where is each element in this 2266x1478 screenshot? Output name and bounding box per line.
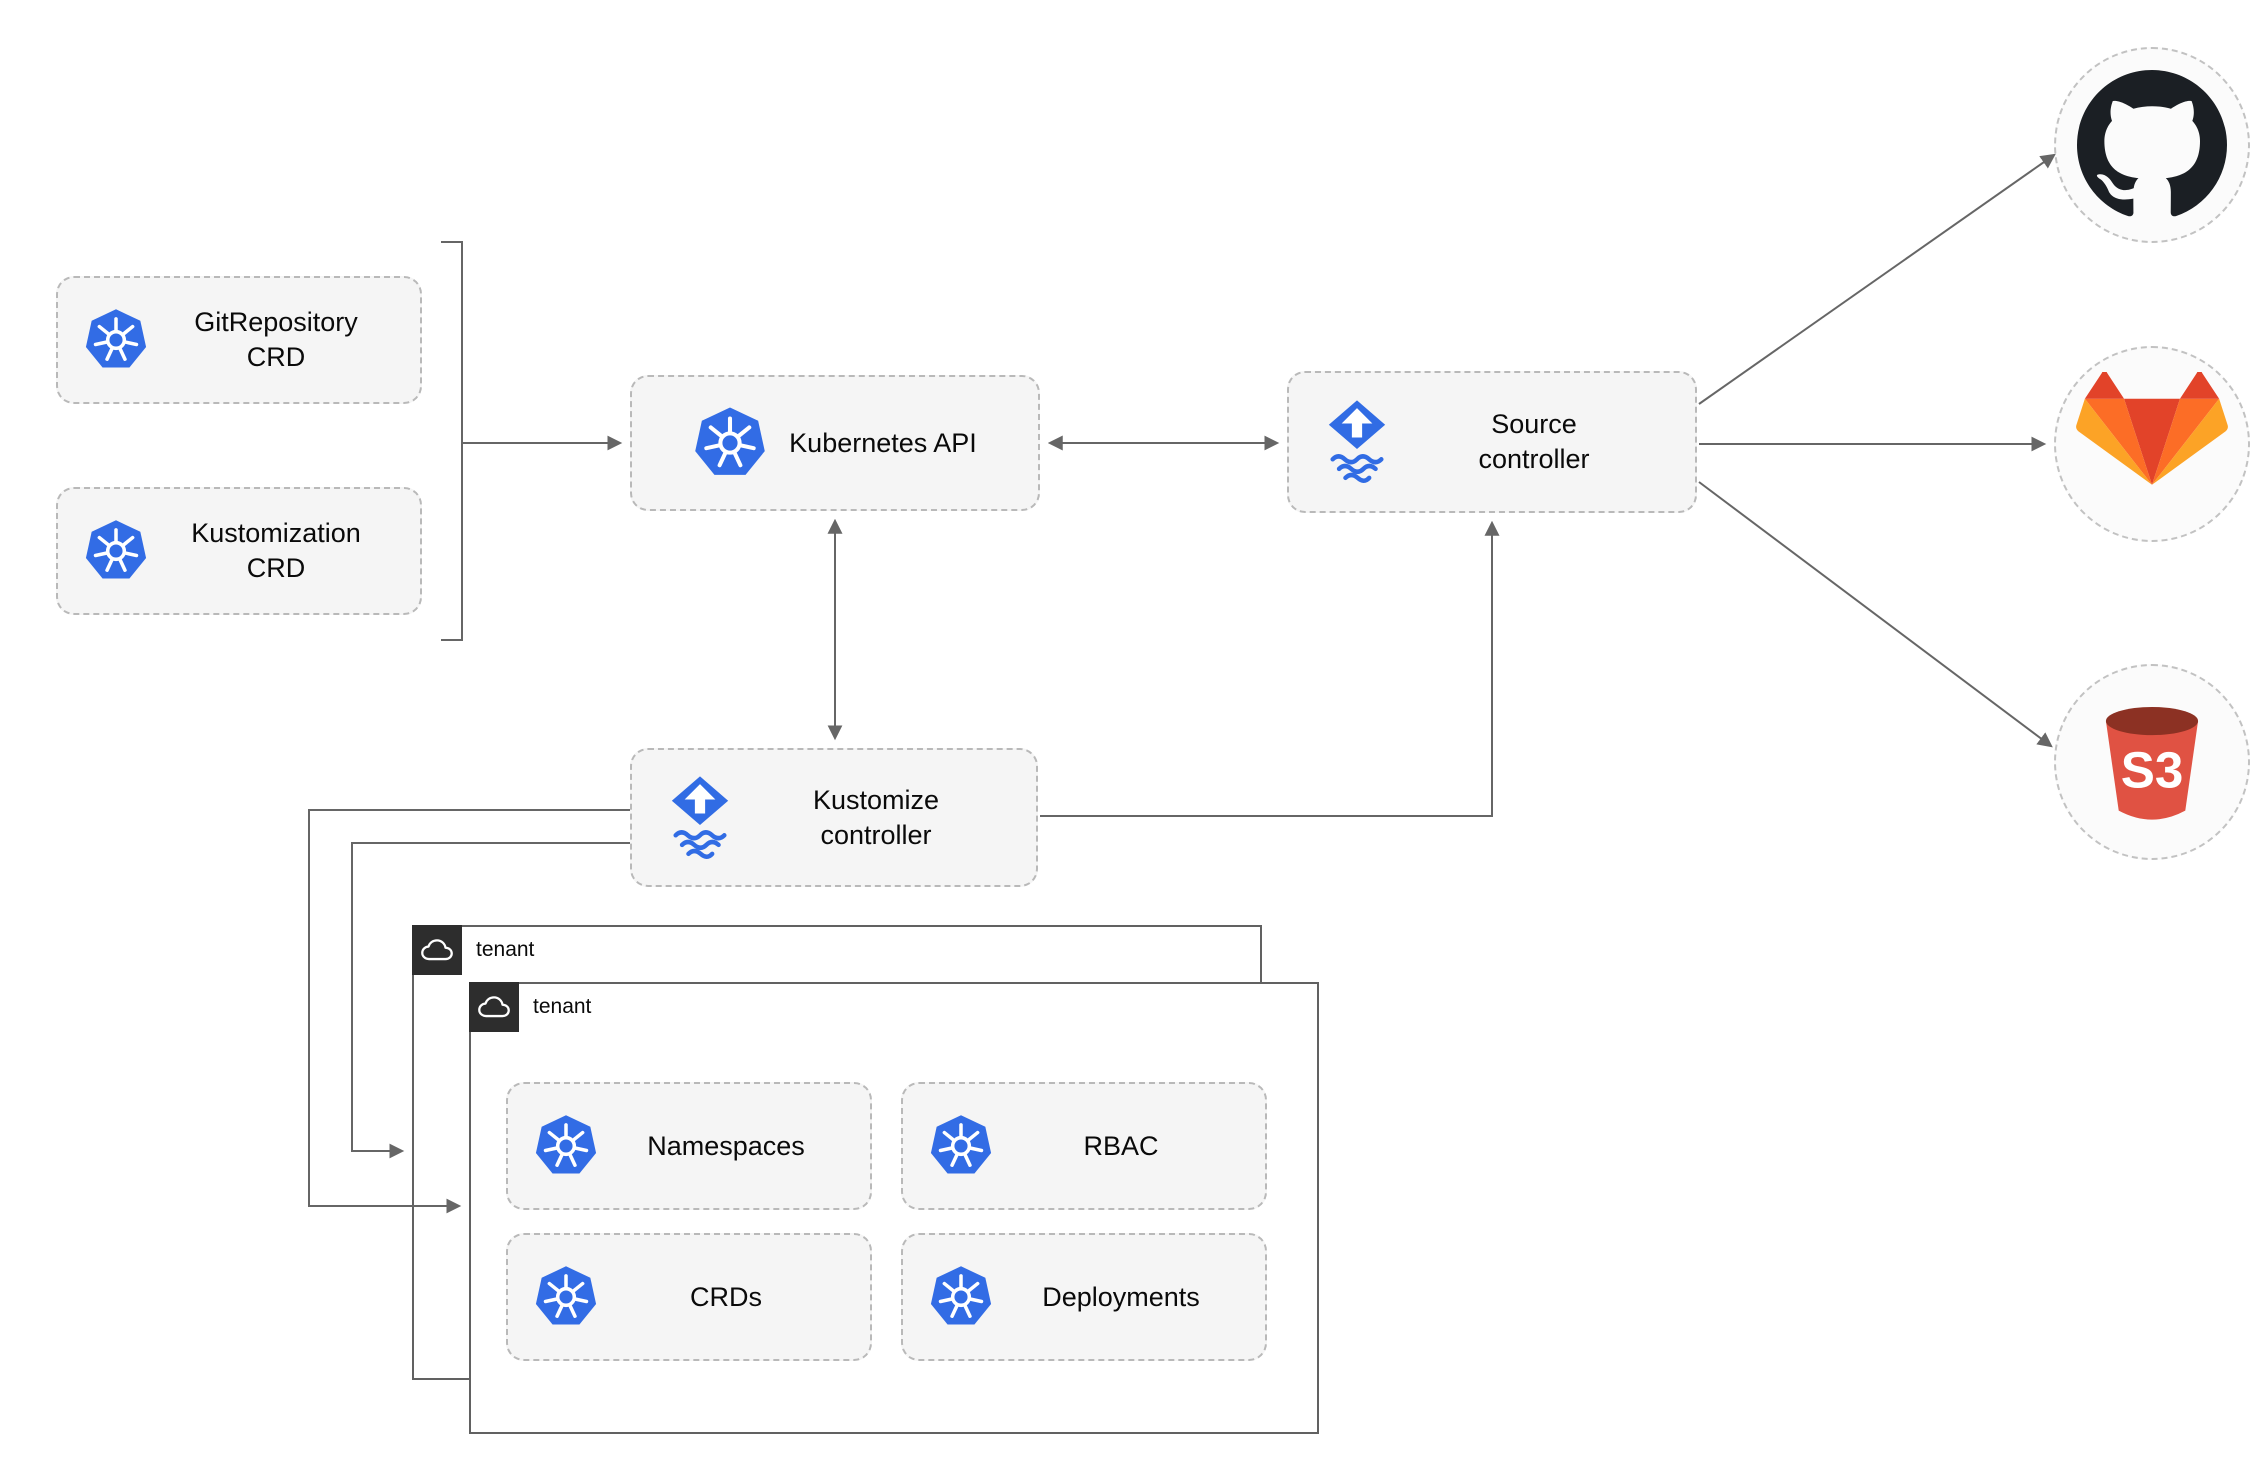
- node-label: Namespaces: [647, 1130, 805, 1161]
- node-label: Kustomize controller: [812, 784, 940, 850]
- node-label: Source controller: [1478, 409, 1590, 474]
- node-label: RBAC: [1083, 1130, 1159, 1161]
- node-gitrepository-crd: GitRepository CRD: [56, 276, 422, 404]
- s3-bucket-icon: [2088, 698, 2216, 826]
- gitlab-icon: [2076, 372, 2228, 517]
- node-kubernetes-api: Kubernetes API: [630, 375, 1040, 511]
- kubernetes-icon: [534, 1265, 598, 1329]
- tenant-tab: [469, 982, 519, 1032]
- node-label: Kustomization CRD: [191, 518, 361, 583]
- kubernetes-icon: [929, 1114, 993, 1178]
- node-rbac: RBAC: [901, 1082, 1267, 1210]
- node-kustomize-controller: Kustomize controller: [630, 748, 1038, 887]
- flux-icon: [1325, 399, 1389, 485]
- arrow-source-to-s3: [1698, 481, 2053, 748]
- cloud-icon: [477, 995, 511, 1019]
- kubernetes-icon: [693, 406, 767, 480]
- endpoint-s3: [2054, 664, 2250, 860]
- kubernetes-icon: [84, 519, 148, 583]
- node-kustomization-crd: Kustomization CRD: [56, 487, 422, 615]
- node-label: CRDs: [690, 1281, 762, 1312]
- arrow-kustomize-to-source-controller: [1040, 520, 1500, 817]
- node-crds: CRDs: [506, 1233, 872, 1361]
- crd-group-bracket: [441, 241, 463, 641]
- node-namespaces: Namespaces: [506, 1082, 872, 1210]
- github-icon: [2077, 70, 2227, 220]
- tenant-tab: [412, 925, 462, 975]
- tenant-label: tenant: [533, 995, 592, 1018]
- kubernetes-icon: [84, 308, 148, 372]
- kubernetes-icon: [534, 1114, 598, 1178]
- node-label: Kubernetes API: [789, 427, 977, 458]
- kubernetes-icon: [929, 1265, 993, 1329]
- arrow-source-to-github: [1698, 153, 2056, 405]
- node-deployments: Deployments: [901, 1233, 1267, 1361]
- node-label: Deployments: [1042, 1281, 1200, 1312]
- endpoint-gitlab: [2054, 346, 2250, 542]
- node-label: GitRepository CRD: [194, 307, 358, 372]
- endpoint-github: [2054, 47, 2250, 243]
- tenant-label: tenant: [476, 938, 535, 961]
- cloud-icon: [420, 938, 454, 962]
- node-source-controller: Source controller: [1287, 371, 1697, 513]
- flux-icon: [668, 775, 732, 861]
